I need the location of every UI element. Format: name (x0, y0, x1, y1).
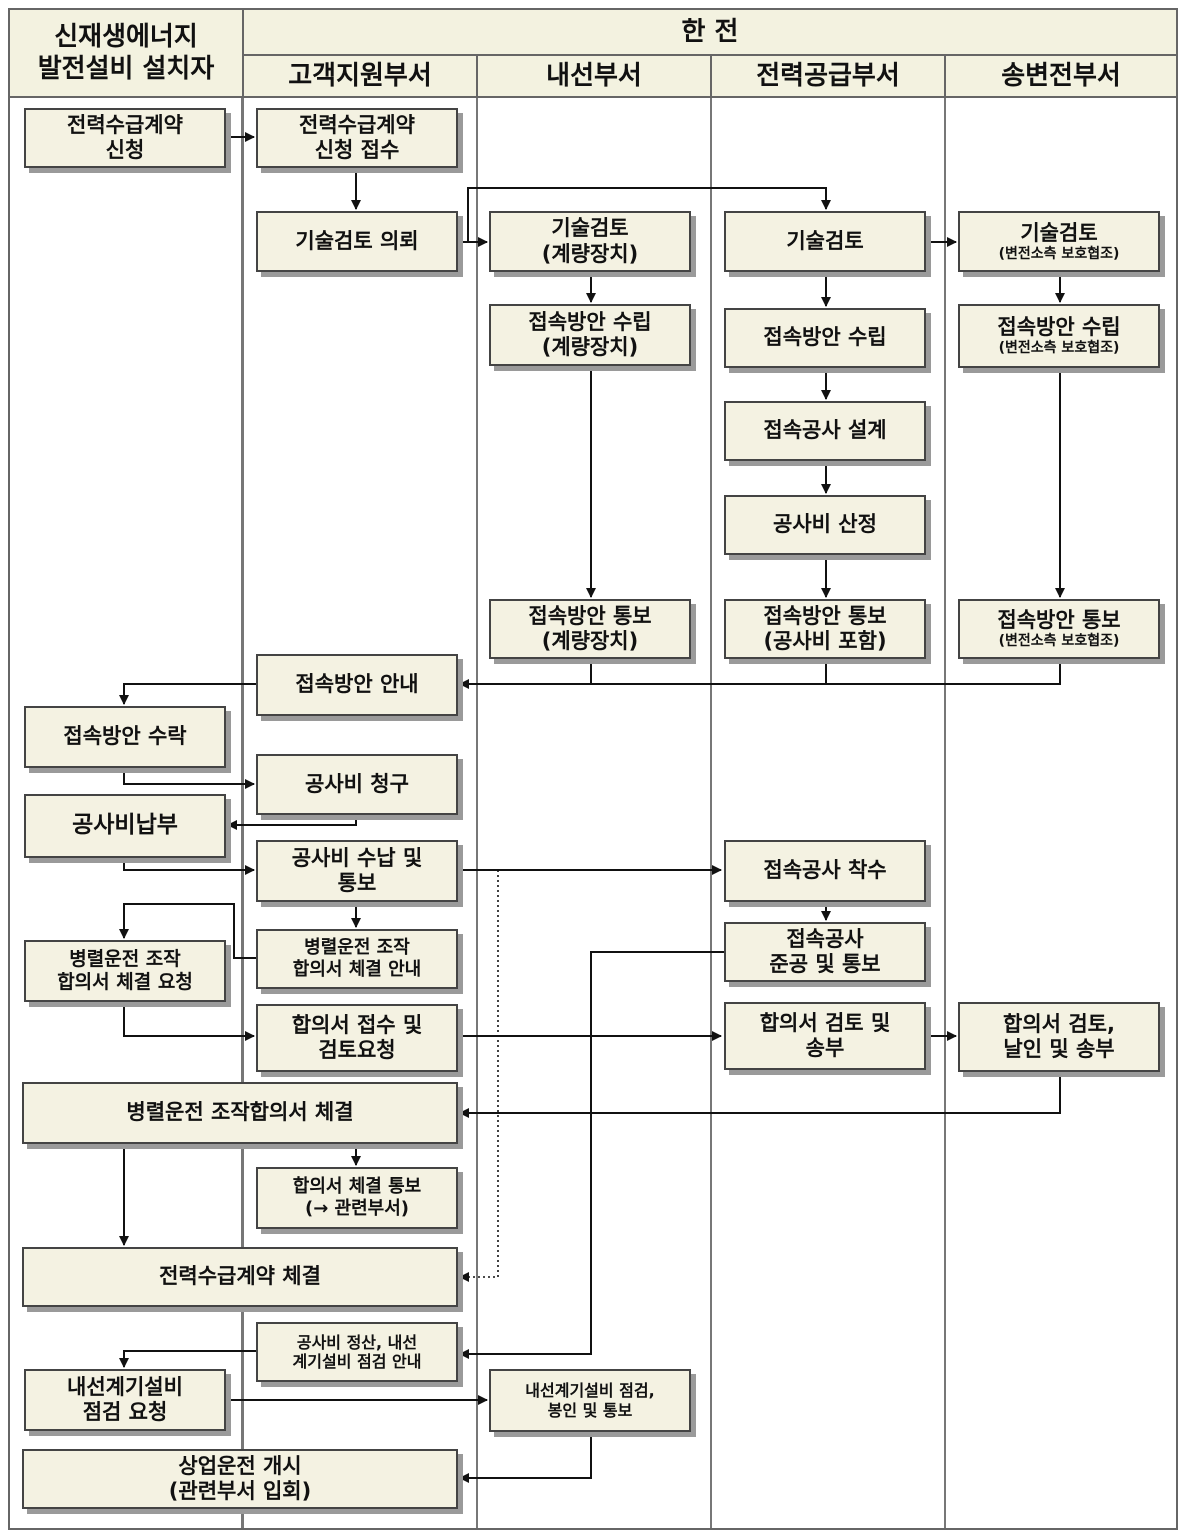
lane-divider-1 (476, 56, 478, 1528)
node-parallel-agreement-conclusion: 병렬운전 조작합의서 체결 (22, 1082, 458, 1144)
node-fee-receipt-notice: 공사비 수납 및 통보 (256, 840, 458, 902)
lane-divider-actor (241, 10, 244, 1528)
node-contract-application: 전력수급계약 신청 (24, 108, 226, 168)
edge-n3-n5 (458, 187, 831, 243)
edge-n18-n19 (123, 859, 255, 875)
header-lane-customer-support: 고객지원부서 (242, 54, 478, 98)
edge-n26-n27 (459, 1072, 1061, 1118)
edge-n16-n17 (123, 768, 255, 789)
header-lane-power-supply: 전력공급부서 (710, 54, 946, 98)
node-connection-work-completion: 접속공사 준공 및 통보 (724, 922, 926, 982)
lane-divider-3 (944, 56, 946, 1528)
node-connection-notice-metering: 접속방안 통보 (계량장치) (489, 599, 691, 659)
node-power-contract-conclusion: 전력수급계약 체결 (22, 1247, 458, 1307)
header-org: 한 전 (242, 8, 1178, 56)
node-agreement-review-send: 합의서 검토 및 송부 (724, 1002, 926, 1070)
node-parallel-agreement-guidance: 병렬운전 조작 합의서 체결 안내 (256, 929, 458, 989)
node-fee-settlement-guidance: 공사비 정산, 내선 계기설비 점검 안내 (256, 1322, 458, 1382)
header-actor: 신재생에너지 발전설비 설치자 (8, 8, 244, 98)
header-lane-indoor-wiring: 내선부서 (476, 54, 712, 98)
node-parallel-agreement-request: 병렬운전 조작 합의서 체결 요청 (24, 940, 226, 1002)
node-technical-review-substation: 기술검토 (변전소측 보호협조) (958, 211, 1160, 272)
node-connection-plan-guidance: 접속방안 안내 (256, 654, 458, 716)
node-agreement-conclusion-notice: 합의서 체결 통보 (→ 관련부서) (256, 1167, 458, 1229)
node-construction-cost-estimate: 공사비 산정 (724, 495, 926, 555)
node-connection-notice-with-cost: 접속방안 통보 (공사비 포함) (724, 599, 926, 659)
node-connection-plan-metering: 접속방안 수립 (계량장치) (489, 304, 691, 366)
node-technical-review-request: 기술검토 의뢰 (256, 211, 458, 272)
edge-n32-n33 (459, 1432, 592, 1483)
node-agreement-receipt-review-request: 합의서 접수 및 검토요청 (256, 1004, 458, 1072)
node-construction-fee-billing: 공사비 청구 (256, 754, 458, 815)
node-contract-receipt: 전력수급계약 신청 접수 (256, 108, 458, 168)
lane-divider-2 (710, 56, 712, 1528)
edge-n21-n23 (119, 903, 256, 959)
edge-n23-n24 (123, 1002, 255, 1041)
edge-n17-n18 (227, 815, 357, 830)
node-technical-review-metering: 기술검토 (계량장치) (489, 211, 691, 272)
node-connection-work-start: 접속공사 착수 (724, 840, 926, 902)
node-connection-notice-substation-sub: (변전소측 보호협조) (998, 633, 1120, 650)
node-technical-review-substation-title: 기술검토 (1020, 220, 1098, 245)
edge-n30-n31 (119, 1350, 256, 1368)
node-connection-work-design: 접속공사 설계 (724, 401, 926, 461)
node-connection-notice-substation-title: 접속방안 통보 (997, 608, 1121, 632)
edge-notices-n15 (460, 659, 1061, 684)
node-connection-plan-acceptance: 접속방안 수락 (24, 706, 226, 768)
node-connection-plan-substation-title: 접속방안 수립 (997, 315, 1121, 339)
node-agreement-review-seal-send: 합의서 검토, 날인 및 송부 (958, 1002, 1160, 1072)
node-technical-review-substation-sub: (변전소측 보호협조) (998, 245, 1120, 262)
edge-n15-n16 (119, 683, 256, 705)
node-construction-fee-payment: 공사비납부 (24, 794, 226, 858)
node-connection-plan-substation: 접속방안 수립 (변전소측 보호협조) (958, 304, 1160, 368)
node-metering-inspection-seal: 내선계기설비 점검, 봉인 및 통보 (489, 1369, 691, 1432)
node-commercial-operation-start: 상업운전 개시 (관련부서 입회) (22, 1449, 458, 1509)
node-connection-plan-supply: 접속방안 수립 (724, 308, 926, 368)
node-technical-review-supply: 기술검토 (724, 211, 926, 272)
header-lane-transmission: 송변전부서 (944, 54, 1178, 98)
edge-dotted-n19-n29 (458, 869, 499, 1282)
node-metering-inspection-request: 내선계기설비 점검 요청 (24, 1369, 226, 1431)
edge-n22-n30 (459, 951, 724, 1359)
node-connection-plan-substation-sub: (변전소측 보호협조) (998, 340, 1120, 357)
node-connection-notice-substation: 접속방안 통보 (변전소측 보호협조) (958, 599, 1160, 659)
